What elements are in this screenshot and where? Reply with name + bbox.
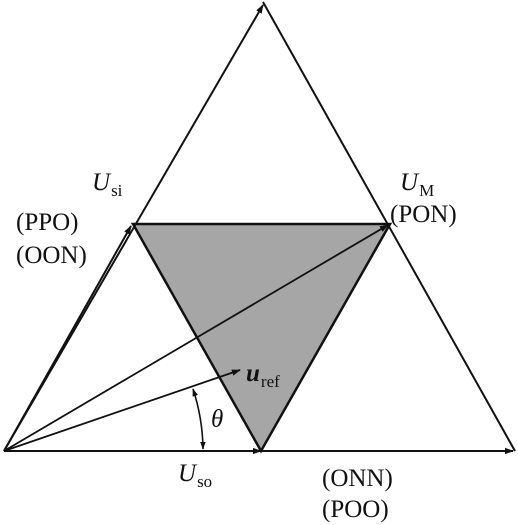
poo-state-label: (POO) [322, 496, 389, 523]
onn-state-label: (ONN) [322, 465, 393, 492]
vector-u-m-arrow [3, 224, 389, 452]
theta-label: θ [211, 406, 223, 433]
oon-state-label: (OON) [16, 242, 87, 269]
u-so-label: Uso [178, 460, 212, 491]
right-side-line [262, 1, 516, 452]
left-side-arrow [3, 4, 264, 452]
u-ref-label: uref [246, 360, 280, 391]
pon-state-label: (PON) [390, 201, 457, 228]
vector-u-si-arrow [3, 225, 132, 452]
u-si-label: Usi [92, 169, 123, 200]
u-m-label: UM [400, 169, 434, 200]
shaded-small-triangle [130, 222, 393, 454]
theta-arc [192, 388, 206, 450]
ppo-state-label: (PPO) [16, 209, 79, 236]
vector-u-ref-arrow [3, 369, 241, 452]
